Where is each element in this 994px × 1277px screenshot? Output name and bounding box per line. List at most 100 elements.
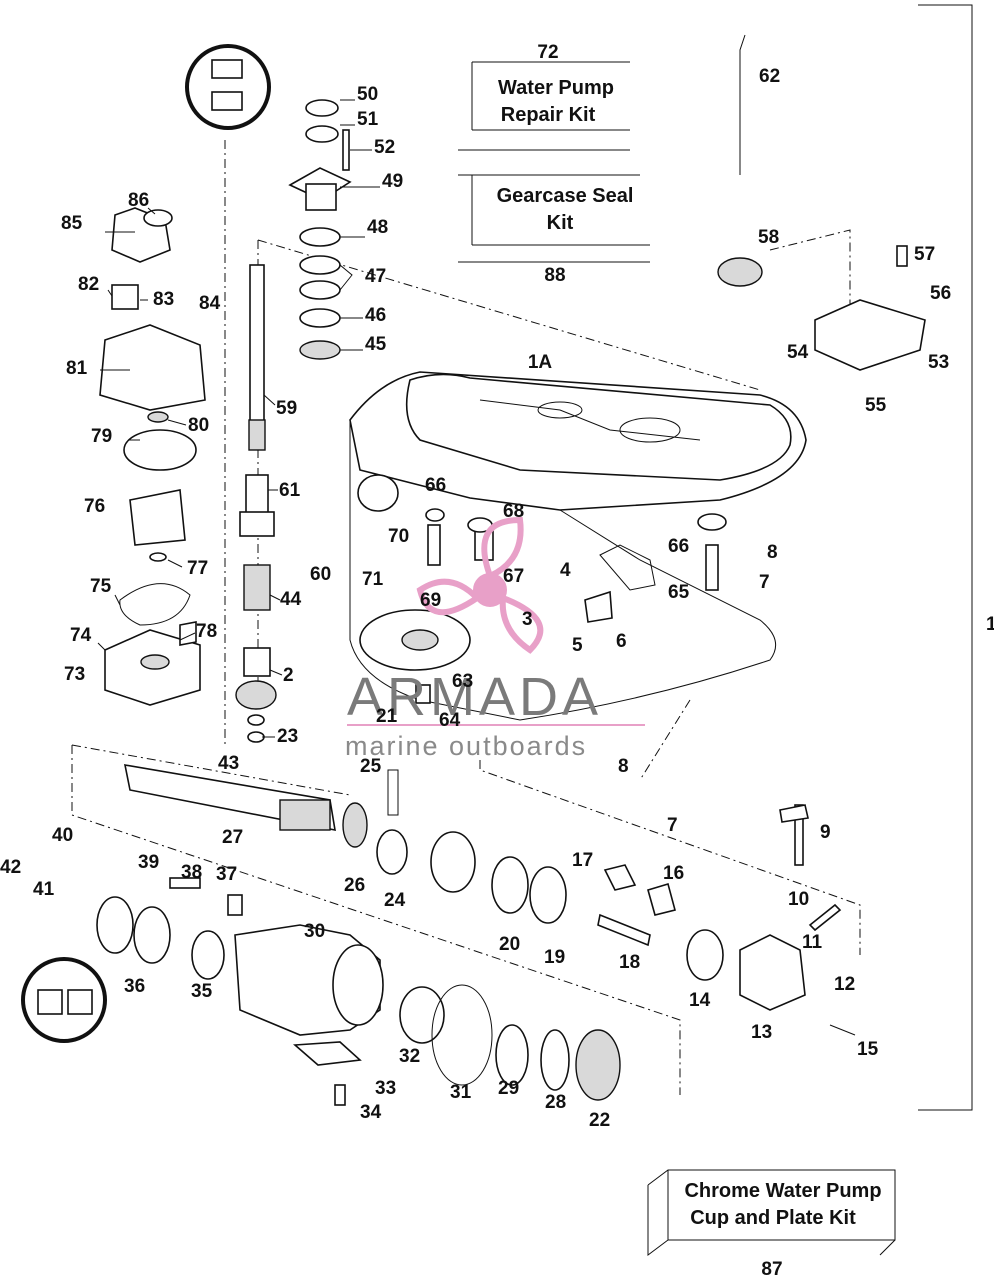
label-60: 60	[310, 564, 331, 585]
label-32: 32	[399, 1046, 420, 1067]
svg-text:Gearcase Seal: Gearcase Seal	[497, 185, 634, 207]
label-19: 19	[544, 947, 565, 968]
label-53: 53	[928, 352, 949, 373]
water-pump	[99, 207, 206, 706]
label-13: 13	[751, 1022, 772, 1043]
label-84: 84	[199, 293, 221, 314]
label-46: 46	[365, 305, 386, 326]
seal-stack	[288, 99, 352, 360]
svg-text:ARMADA: ARMADA	[347, 667, 602, 727]
label-43: 43	[218, 753, 239, 774]
svg-text:72: 72	[537, 42, 558, 63]
driveshaft	[235, 264, 277, 743]
svg-text:88: 88	[544, 265, 565, 286]
label-25: 25	[360, 756, 382, 777]
label-24: 24	[384, 890, 406, 911]
label-59: 59	[276, 398, 297, 419]
svg-text:87: 87	[761, 1259, 782, 1277]
upper-right-parts	[357, 34, 926, 704]
label-41: 41	[33, 879, 55, 900]
label-66a: 66	[425, 475, 446, 496]
label-70: 70	[388, 526, 409, 547]
kit-box-88: Gearcase Seal Kit 88	[458, 174, 650, 286]
label-17: 17	[572, 850, 593, 871]
bearing-housing	[96, 877, 621, 1106]
label-4: 4	[560, 560, 571, 581]
label-69: 69	[420, 590, 441, 611]
label-58: 58	[758, 227, 779, 248]
label-86: 86	[128, 190, 149, 211]
label-63: 63	[452, 671, 473, 692]
seal-inset-bottom	[21, 957, 107, 1043]
label-80: 80	[188, 415, 209, 436]
svg-text:Kit: Kit	[547, 212, 574, 234]
label-12: 12	[834, 974, 855, 995]
label-64: 64	[439, 710, 461, 731]
label-8a: 8	[767, 542, 778, 563]
label-75: 75	[90, 576, 112, 597]
label-82: 82	[78, 274, 99, 295]
armada-watermark: ARMADA marine outboards	[345, 516, 645, 761]
label-6: 6	[616, 631, 627, 652]
label-42: 42	[0, 857, 21, 878]
label-61: 61	[279, 480, 301, 501]
svg-text:marine outboards: marine outboards	[345, 731, 587, 761]
seal-inset-top	[185, 44, 271, 130]
label-65: 65	[668, 582, 690, 603]
label-55: 55	[865, 395, 887, 416]
label-73: 73	[64, 664, 85, 685]
label-18: 18	[619, 952, 640, 973]
label-16: 16	[663, 863, 684, 884]
svg-text:Chrome Water Pump: Chrome Water Pump	[684, 1180, 881, 1202]
label-36: 36	[124, 976, 145, 997]
svg-text:Cup and Plate Kit: Cup and Plate Kit	[690, 1207, 856, 1229]
gearcase-housing	[349, 371, 807, 721]
label-30: 30	[304, 921, 325, 942]
label-83: 83	[153, 289, 174, 310]
label-49: 49	[382, 171, 403, 192]
assembly-lines	[71, 140, 861, 1095]
label-35: 35	[191, 981, 213, 1002]
label-40: 40	[52, 825, 73, 846]
label-38: 38	[181, 862, 202, 883]
label-1A: 1A	[528, 352, 553, 373]
label-7b: 7	[667, 815, 678, 836]
svg-text:Water Pump: Water Pump	[498, 77, 614, 99]
label-27: 27	[222, 827, 243, 848]
label-10: 10	[788, 889, 809, 910]
assembly-bracket	[918, 4, 973, 1111]
label-76: 76	[84, 496, 105, 517]
label-9: 9	[820, 822, 831, 843]
label-29: 29	[498, 1078, 519, 1099]
label-22: 22	[589, 1110, 610, 1131]
label-74: 74	[70, 625, 92, 646]
label-71: 71	[362, 569, 384, 590]
label-81: 81	[66, 358, 88, 379]
label-66b: 66	[668, 536, 689, 557]
label-78: 78	[196, 621, 217, 642]
label-34: 34	[360, 1102, 382, 1123]
label-79: 79	[91, 426, 112, 447]
shift-parts	[597, 804, 856, 1036]
label-31: 31	[450, 1082, 472, 1103]
label-20: 20	[499, 934, 520, 955]
label-3: 3	[522, 609, 533, 630]
part-labels: 1 1A 2 3 4 5 6 7 7 8 8 9 10 11 12 13 14 …	[0, 66, 994, 1131]
leader-lines	[97, 99, 380, 738]
label-52: 52	[374, 137, 395, 158]
label-50: 50	[357, 84, 378, 105]
kit-box-72: Water Pump Repair Kit 72	[458, 42, 630, 151]
label-56: 56	[930, 283, 951, 304]
label-23: 23	[277, 726, 298, 747]
label-37: 37	[216, 864, 237, 885]
label-57: 57	[914, 244, 935, 265]
label-26: 26	[344, 875, 365, 896]
label-47: 47	[365, 266, 386, 287]
label-45: 45	[365, 334, 387, 355]
label-85: 85	[61, 213, 83, 234]
label-51: 51	[357, 109, 379, 130]
label-39: 39	[138, 852, 159, 873]
label-21: 21	[376, 706, 398, 727]
label-5: 5	[572, 635, 583, 656]
